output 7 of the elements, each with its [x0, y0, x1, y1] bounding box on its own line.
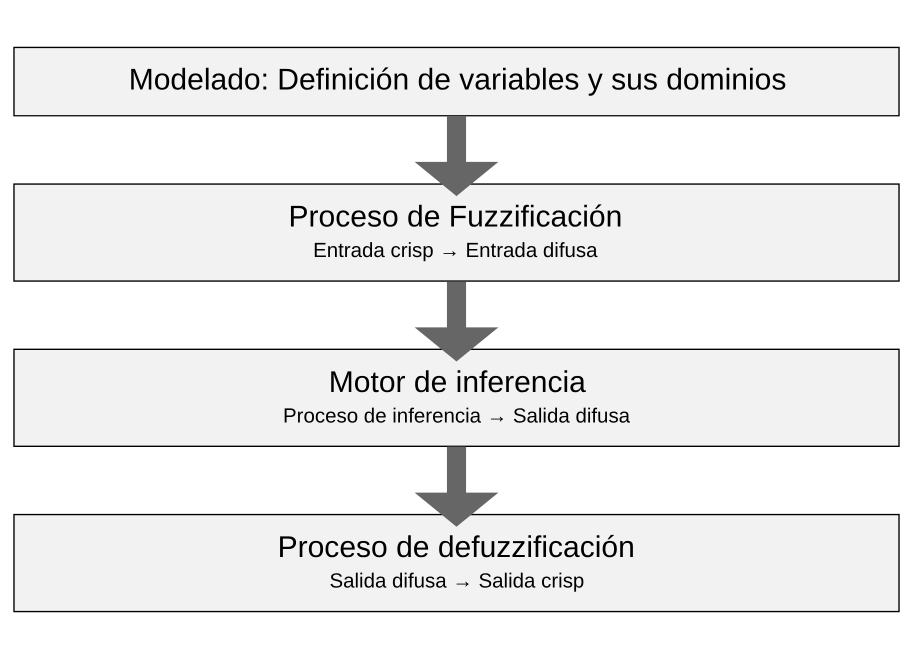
- node-box: Modelado: Definición de variables y sus dominios: [13, 46, 900, 116]
- node-box: Proceso de defuzzificación Salida difusa → Salida crisp: [13, 513, 900, 612]
- node-box: Proceso de Fuzzificación Entrada crisp → Entrada difusa: [13, 182, 900, 282]
- arrow: [414, 280, 498, 362]
- node-box: Motor de inferencia Proceso de inferencia → Salida difusa: [13, 348, 900, 446]
- arrow: [414, 446, 498, 526]
- arrow: [414, 115, 498, 196]
